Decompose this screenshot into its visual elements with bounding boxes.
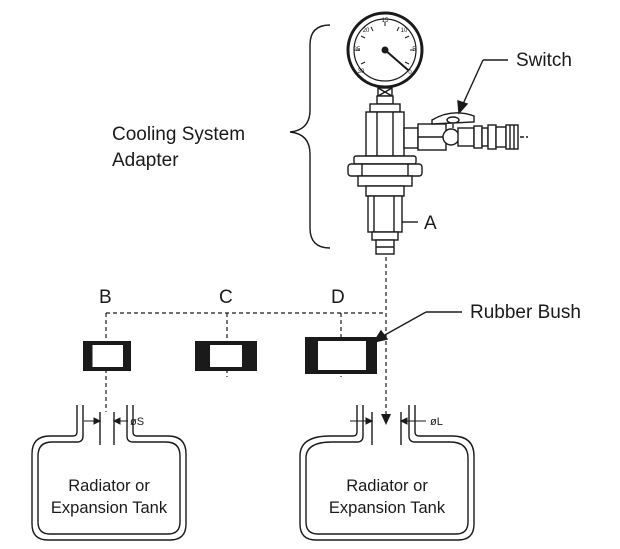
dim-arrows-left <box>84 417 128 425</box>
rubber-bush-b <box>83 341 131 371</box>
switch-leader <box>457 59 508 115</box>
pressure-gauge <box>346 11 424 89</box>
rubber-bush-label: Rubber Bush <box>470 302 581 323</box>
label-b: B <box>99 287 112 308</box>
adapter-body <box>347 87 528 255</box>
dashed-flow-path <box>105 257 387 416</box>
rubber-bush-c <box>195 341 257 371</box>
tank-right-line2: Expansion Tank <box>329 499 446 517</box>
label-c: C <box>219 287 233 308</box>
rubber-bush-d <box>305 337 377 374</box>
gauge-num-10: 10 <box>401 28 408 34</box>
dim-arrows-right <box>350 417 426 425</box>
rubber-bush-leader <box>372 311 462 344</box>
tank-right <box>299 405 475 541</box>
gauge-num-25: 25 <box>354 47 361 53</box>
gauge-scale-numbers: 30 25 20 15 10 5 0 <box>354 18 417 76</box>
adapter-brace <box>289 24 331 249</box>
label-d: D <box>331 287 345 308</box>
dia-small-label: øS <box>130 416 144 428</box>
gauge-num-0: 0 <box>408 70 412 76</box>
adapter-label-line2: Adapter <box>112 150 179 171</box>
adapter-label-line1: Cooling System <box>112 124 245 145</box>
gauge-num-15: 15 <box>382 18 389 24</box>
switch-label: Switch <box>516 50 572 71</box>
label-a: A <box>424 213 437 234</box>
tank-left <box>31 405 187 541</box>
tank-right-line1: Radiator or <box>346 477 428 495</box>
gauge-num-5: 5 <box>412 47 416 53</box>
flow-arrow-icon <box>381 414 391 425</box>
dia-large-label: øL <box>430 416 443 428</box>
gauge-num-30: 30 <box>358 69 365 75</box>
gauge-num-20: 20 <box>363 28 370 34</box>
tank-left-line2: Expansion Tank <box>51 499 168 517</box>
tank-left-line1: Radiator or <box>68 477 150 495</box>
